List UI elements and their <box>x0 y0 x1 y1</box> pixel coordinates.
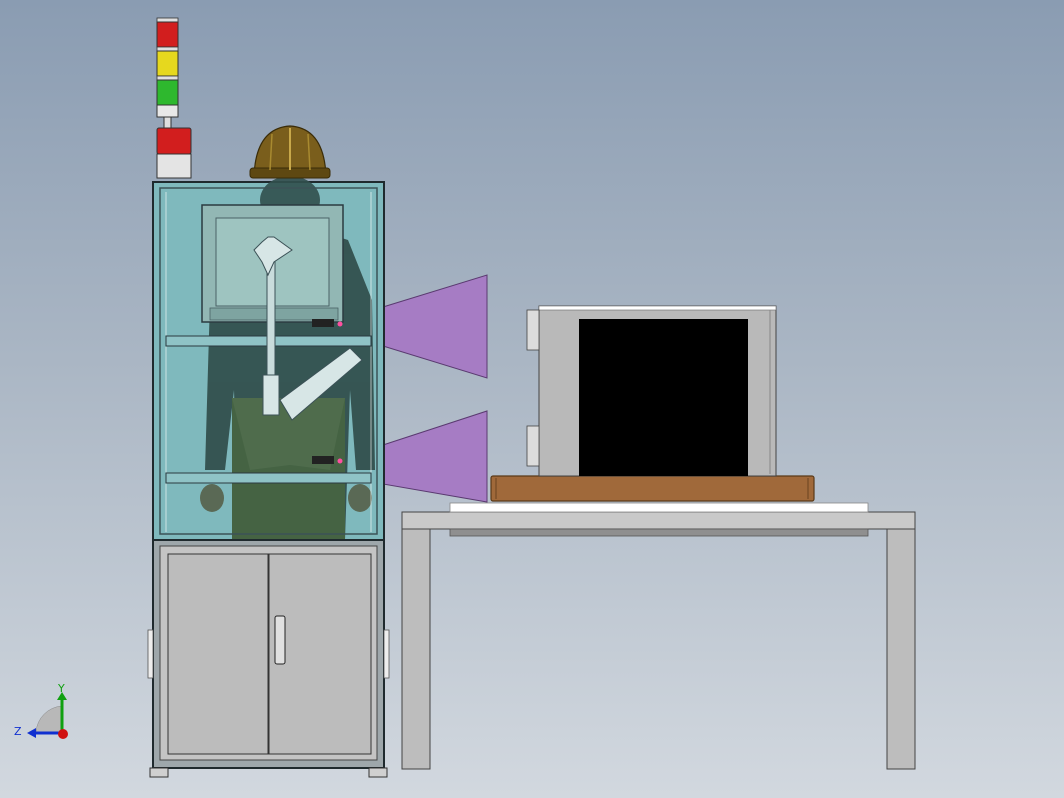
cabinet-door-left[interactable] <box>167 553 269 755</box>
axis-y-label: Y <box>57 682 65 695</box>
table-top-plate <box>449 502 869 513</box>
display-unit[interactable] <box>526 305 777 477</box>
signal-tower[interactable] <box>156 17 192 179</box>
hard-hat[interactable] <box>249 125 331 179</box>
foot-left <box>149 767 169 778</box>
work-table[interactable] <box>401 502 916 770</box>
axis-z-label: Z <box>14 725 22 738</box>
enclosure-cabinet[interactable] <box>147 176 390 778</box>
shelf-lower <box>165 472 372 484</box>
wooden-pallet[interactable] <box>490 475 815 502</box>
buzzer <box>156 127 192 155</box>
sensor-cone-lower <box>382 410 488 503</box>
foot-right <box>368 767 388 778</box>
door-handle[interactable] <box>274 615 286 665</box>
handle-bottom <box>526 425 540 467</box>
cabinet-door-right[interactable] <box>268 553 372 755</box>
tower-light-yellow <box>156 50 179 77</box>
display-screen <box>579 319 748 476</box>
axis-x <box>58 729 68 739</box>
tower-light-green <box>156 79 179 106</box>
orientation-triad[interactable]: Y Z <box>14 682 68 739</box>
tower-light-red <box>156 21 179 48</box>
sensor-cone-upper <box>382 274 488 379</box>
handle-top <box>526 309 540 351</box>
monitor-arm[interactable] <box>253 236 363 421</box>
